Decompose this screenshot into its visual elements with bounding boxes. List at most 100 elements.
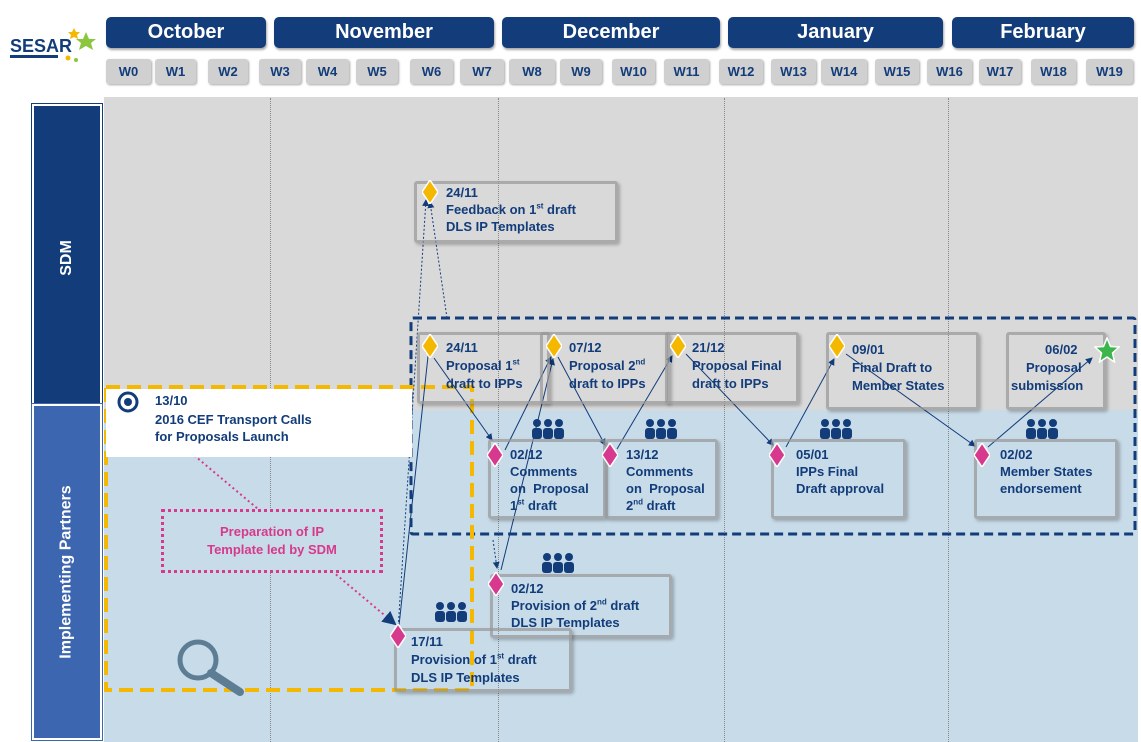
diamond-icon — [602, 443, 618, 467]
milestone-box-1312 — [605, 439, 718, 519]
lane-label-sdm: SDM — [32, 104, 102, 412]
magnifier-icon — [174, 638, 254, 698]
milestone-1310-date: 13/10 — [155, 393, 188, 408]
week-w1: W1 — [155, 59, 196, 84]
milestone-box-0602 — [1006, 332, 1106, 410]
diamond-icon — [422, 334, 438, 358]
grid-line — [498, 98, 499, 742]
milestone-0212-comments-line1: Comments — [510, 464, 578, 479]
grid-line — [724, 98, 725, 742]
circle-marker-icon — [117, 391, 139, 413]
week-w12: W12 — [719, 59, 763, 84]
milestone-1711-line2: DLS IP Templates — [411, 670, 520, 685]
milestone-0712-line1: Proposal 2nd — [569, 357, 646, 373]
milestone-0901-line2: Member States — [852, 378, 945, 393]
people-icon — [645, 419, 677, 439]
milestone-2411-date: 24/11 — [446, 340, 478, 355]
milestone-0501-line2: Draft approval — [796, 481, 885, 496]
week-w18: W18 — [1031, 59, 1076, 84]
milestone-0602-date: 06/02 — [1045, 342, 1078, 357]
milestone-1711-line1: Provision of 1st draft — [411, 651, 537, 667]
logo-graphic: SESAR — [10, 28, 96, 62]
sdm-lane-background — [104, 97, 1138, 410]
milestone-0602-line2: submission — [1011, 378, 1084, 393]
milestone-2112-line2: draft to IPPs — [692, 376, 769, 391]
milestone-1312-line1: Comments — [626, 464, 694, 479]
milestone-2411-line2: draft to IPPs — [446, 376, 523, 391]
week-w8: W8 — [509, 59, 555, 84]
launch-box — [106, 389, 412, 457]
milestone-0212-provision-line1: Provision of 2nd draft — [511, 597, 640, 613]
diamond-icon — [487, 443, 503, 467]
people-icon — [532, 419, 564, 439]
people-icon — [1026, 419, 1058, 439]
people-icon — [435, 602, 467, 622]
week-w19: W19 — [1086, 59, 1133, 84]
milestone-feedback-line1: Feedback on 1st draft — [446, 201, 576, 217]
milestone-1310-line2: for Proposals Launch — [155, 429, 289, 444]
week-w5: W5 — [356, 59, 398, 84]
week-w16: W16 — [927, 59, 972, 84]
week-w7: W7 — [460, 59, 504, 84]
milestone-0212-comments-line2: on Proposal — [510, 481, 589, 496]
people-icon — [542, 553, 574, 573]
month-january: January — [728, 17, 943, 48]
milestone-0501-date: 05/01 — [796, 447, 829, 462]
lane-label-implementing-partners: Implementing Partners — [32, 404, 102, 740]
milestone-box-0901 — [826, 332, 979, 410]
diamond-icon — [829, 334, 845, 358]
milestone-0212-comments-date: 02/12 — [510, 447, 543, 462]
milestone-box-1711 — [394, 628, 572, 692]
week-w11: W11 — [664, 59, 709, 84]
milestone-1310-line1: 2016 CEF Transport Calls — [155, 412, 312, 427]
milestone-box-0712 — [540, 332, 670, 404]
milestone-0202-line2: endorsement — [1000, 481, 1082, 496]
preparation-note: Preparation of IP Template led by SDM — [161, 509, 383, 573]
milestone-2112-line1: Proposal Final — [692, 358, 782, 373]
grid-line — [948, 98, 949, 742]
milestone-2411-line1: Proposal 1st — [446, 357, 520, 373]
month-october: October — [106, 17, 266, 48]
preparation-text: Preparation of IP Template led by SDM — [207, 524, 337, 557]
week-w3: W3 — [259, 59, 301, 84]
milestone-0212-provision-line2: DLS IP Templates — [511, 615, 620, 630]
milestone-box-2411 — [417, 332, 550, 404]
milestone-box-0212-provision — [490, 574, 672, 638]
milestone-0712-line2: draft to IPPs — [569, 376, 646, 391]
logo-text: SESAR — [10, 36, 72, 56]
milestone-0901-date: 09/01 — [852, 342, 885, 357]
milestone-feedback-date: 24/11 — [446, 185, 478, 200]
milestone-1312-line2: on Proposal — [626, 481, 705, 496]
milestone-1312-line3: 2nd draft — [626, 497, 676, 513]
week-w9: W9 — [560, 59, 602, 84]
sesar-logo: SESAR — [8, 28, 104, 68]
month-december: December — [502, 17, 720, 48]
week-w0: W0 — [106, 59, 151, 84]
week-w13: W13 — [771, 59, 816, 84]
week-w6: W6 — [410, 59, 453, 84]
milestone-0202-date: 02/02 — [1000, 447, 1033, 462]
milestone-0602-line1: Proposal — [1026, 360, 1082, 375]
week-w14: W14 — [821, 59, 867, 84]
milestone-box-0212-comments — [488, 439, 606, 519]
week-w4: W4 — [306, 59, 349, 84]
diamond-icon — [974, 443, 990, 467]
week-w10: W10 — [612, 59, 655, 84]
preparation-frame — [104, 385, 474, 692]
milestone-box-0501 — [771, 439, 906, 519]
milestone-1711-date: 17/11 — [411, 634, 443, 649]
week-w2: W2 — [208, 59, 248, 84]
month-february: February — [952, 17, 1134, 48]
diamond-icon — [769, 443, 785, 467]
milestone-0901-line1: Final Draft to — [852, 360, 933, 375]
diamond-icon — [546, 334, 562, 358]
diamond-icon — [422, 180, 438, 204]
milestone-box-feedback — [414, 181, 618, 243]
milestone-feedback-line2: DLS IP Templates — [446, 219, 555, 234]
people-icon — [820, 419, 852, 439]
diamond-icon — [488, 572, 504, 596]
milestone-box-0202 — [974, 439, 1118, 519]
milestone-0212-comments-line3: 1st draft — [510, 497, 557, 513]
milestone-0212-provision-date: 02/12 — [511, 581, 544, 596]
diamond-icon — [670, 334, 686, 358]
